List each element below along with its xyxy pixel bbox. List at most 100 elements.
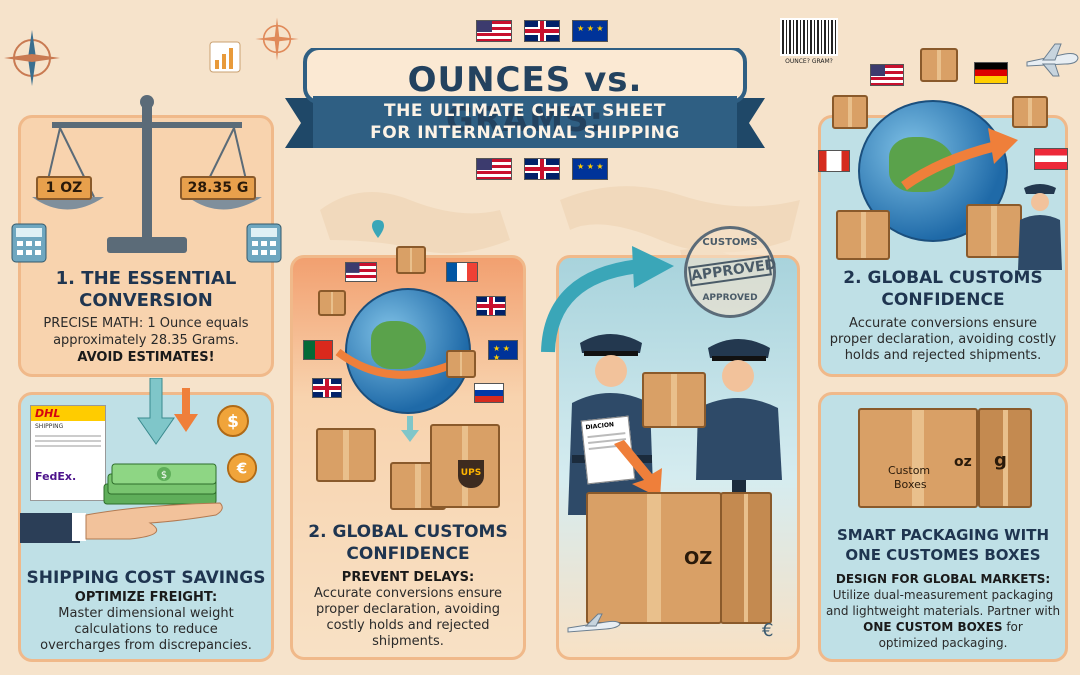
customs-right-body-line1: Accurate conversions ensure xyxy=(849,316,1037,331)
eu-flag-icon xyxy=(572,20,608,42)
euro-symbol: € xyxy=(762,620,774,641)
svg-text:$: $ xyxy=(161,470,167,481)
dollar-coin-icon: $ xyxy=(217,405,249,437)
page-subtitle-line2: FOR INTERNATIONAL SHIPPING xyxy=(370,123,680,143)
page-title: OUNCES vs. GRAMS: xyxy=(407,60,643,140)
packaging-body-line1: Utilize dual-measurement packaging xyxy=(832,588,1054,602)
conversion-heading-line1: 1. THE ESSENTIAL xyxy=(55,268,237,289)
conversion-body-line2: approximately 28.35 Grams. xyxy=(53,333,239,348)
pkg-box-oz-label: oz xyxy=(954,454,972,470)
portugal-flag-icon xyxy=(303,340,333,360)
cardboard-box-icon xyxy=(966,204,1022,258)
packaging-heading-line1: SMART PACKAGING WITH xyxy=(836,526,1050,544)
svg-text:$: $ xyxy=(227,412,239,432)
curved-arrow-icon xyxy=(541,246,674,353)
customs-right-heading-line1: 2. GLOBAL CUSTOMS xyxy=(843,268,1043,288)
packaging-subhead: DESIGN FOR GLOBAL MARKETS: xyxy=(835,572,1051,586)
shipping-doc-label: SHIPPING xyxy=(35,423,64,430)
fedex-logo: FedEx. xyxy=(35,470,77,483)
customs-center-body-line2: proper declaration, avoiding xyxy=(315,602,501,617)
title-banner: OUNCES vs. GRAMS: THE ULTIMATE CHEAT SHE… xyxy=(285,48,765,168)
stamp-top-text: CUSTOMS xyxy=(702,237,758,248)
page-subtitle-line1: THE ULTIMATE CHEAT SHEET xyxy=(384,101,666,121)
customs-center-body-line4: shipments. xyxy=(372,634,444,649)
airplane-icon xyxy=(567,613,621,633)
us-flag-icon xyxy=(870,64,904,86)
conversion-heading-line2: CONVERSION xyxy=(79,290,213,311)
pkg-box-g-label: g xyxy=(994,450,1007,471)
barcode-text: OUNCE? GRAM? xyxy=(785,58,833,65)
cardboard-box-icon xyxy=(316,428,376,482)
uk-flag-icon xyxy=(524,158,560,180)
hand-icon xyxy=(20,502,223,543)
packaging-partner-name: ONE CUSTOM BOXES xyxy=(863,620,1003,634)
conversion-body-line1: PRECISE MATH: 1 Ounce equals xyxy=(43,316,249,331)
customs-center-subhead: PREVENT DELAYS: xyxy=(341,570,475,585)
russia-flag-icon xyxy=(474,383,504,403)
conversion-body-line3: AVOID ESTIMATES! xyxy=(77,350,215,365)
balance-scale-icon xyxy=(32,95,262,253)
france-flag-icon xyxy=(446,262,478,282)
ups-label: UPS xyxy=(458,460,484,488)
calculator-icon xyxy=(11,223,47,263)
box-brand-line2: Boxes xyxy=(894,478,927,491)
canada-flag-icon xyxy=(818,150,850,172)
savings-body-line3: overcharges from discrepancies. xyxy=(40,638,252,653)
customs-stamp-icon: CUSTOMS APPROVED APPROVED xyxy=(684,226,777,318)
eu-flag-icon xyxy=(488,340,518,362)
cardboard-box-icon xyxy=(396,246,426,274)
customs-center-body-line3: costly holds and rejected xyxy=(326,618,490,633)
euro-coin-icon: € xyxy=(226,452,258,484)
down-arrow-icon xyxy=(137,378,198,445)
custom-boxes-box-icon: Custom Boxes xyxy=(858,408,978,508)
cardboard-box-icon xyxy=(318,290,346,316)
customs-center-heading-line1: 2. GLOBAL CUSTOMS xyxy=(308,522,508,542)
box-side-icon: oz g xyxy=(954,408,1032,508)
stamp-main-text: APPROVED xyxy=(688,255,777,287)
box-oz-label: OZ xyxy=(684,548,713,569)
us-flag-icon xyxy=(345,262,377,282)
ups-box-icon: UPS xyxy=(430,424,500,508)
calculator-icon xyxy=(246,223,282,263)
savings-subhead: OPTIMIZE FREIGHT: xyxy=(74,590,218,605)
bar-chart-icon xyxy=(209,41,241,73)
uk-flag-icon xyxy=(524,20,560,42)
location-pin-icon xyxy=(372,220,384,238)
compass-icon xyxy=(4,30,60,86)
flag-row-top xyxy=(476,20,608,42)
packaging-heading-line2: ONE CUSTOMES BOXES xyxy=(845,546,1041,564)
cardboard-box-icon xyxy=(642,372,706,428)
cardboard-box-icon xyxy=(832,95,868,129)
scale-right-label: 28.35 G xyxy=(180,176,256,200)
customs-center-heading-line2: CONFIDENCE xyxy=(346,544,470,564)
money-stack-icon: $ xyxy=(103,463,217,505)
us-flag-icon xyxy=(476,20,512,42)
down-arrow-icon xyxy=(401,416,419,442)
flag-row-bottom xyxy=(476,158,608,180)
cardboard-box-icon xyxy=(920,48,958,82)
cardboard-box-icon xyxy=(836,210,890,260)
compass-icon xyxy=(255,17,299,61)
customs-right-body-line2: proper declaration, avoiding costly xyxy=(829,332,1057,347)
customs-officer-icon xyxy=(696,339,782,520)
austria-flag-icon xyxy=(1034,148,1068,170)
customs-center-body-line1: Accurate conversions ensure xyxy=(314,586,502,601)
dhl-logo: DHL xyxy=(31,406,105,421)
germany-flag-icon xyxy=(974,62,1008,84)
airplane-icon xyxy=(1026,43,1079,77)
packaging-body-line3-rest: for xyxy=(1002,620,1023,634)
packaging-body-line3: ONE CUSTOM BOXES for xyxy=(820,620,1066,636)
eu-flag-icon xyxy=(572,158,608,180)
cardboard-box-icon xyxy=(446,350,476,378)
cardboard-box-icon xyxy=(1012,96,1048,128)
box-brand-line1: Custom xyxy=(888,464,931,477)
customs-officer-icon xyxy=(1018,184,1062,270)
uk-flag-icon xyxy=(312,378,342,398)
svg-text:€: € xyxy=(236,460,247,478)
oz-g-box-icon: OZ xyxy=(586,492,722,624)
scale-left-label: 1 OZ xyxy=(36,176,92,200)
shipping-document: DHL SHIPPING FedEx. xyxy=(30,405,106,501)
packaging-body-line4: optimized packaging. xyxy=(878,636,1008,650)
packaging-body-line2: and lightweight materials. Partner with xyxy=(825,604,1061,618)
box-side-icon xyxy=(720,492,772,624)
